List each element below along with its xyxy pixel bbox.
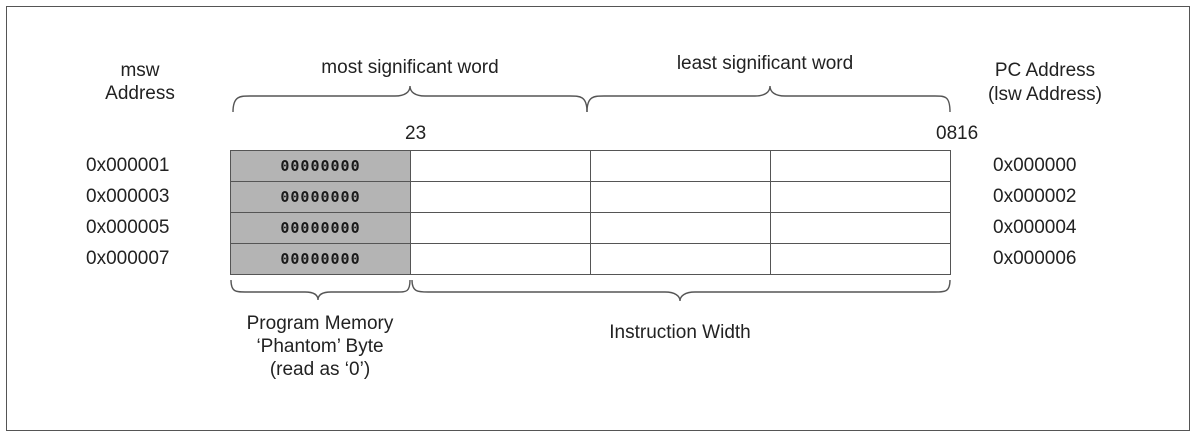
pc-address: 0x000006 — [993, 248, 1077, 269]
msw-address: 0x000005 — [86, 217, 170, 238]
instruction-cell — [410, 243, 591, 275]
instruction-cell — [590, 181, 771, 213]
instruction-cell — [410, 150, 591, 182]
bit-label-low-a: 08 — [936, 123, 958, 144]
pc-address-label-line1: PC Address — [994, 60, 1096, 81]
program-memory-table: 00000000 00000000 00000000 00000000 — [230, 150, 951, 275]
msw-brace — [232, 85, 588, 113]
lsw-brace — [586, 85, 951, 113]
pc-address: 0x000000 — [993, 155, 1077, 176]
phantom-label-line2: ‘Phantom’ Byte — [256, 336, 384, 357]
phantom-brace — [230, 279, 411, 301]
msw-address: 0x000007 — [86, 248, 170, 269]
bit-label-low-b: 16 — [957, 123, 979, 144]
msw-address-label-line1: msw — [120, 60, 160, 81]
table-row: 00000000 — [230, 150, 951, 182]
phantom-label-line3: (read as ‘0’) — [269, 359, 371, 380]
msw-address: 0x000003 — [86, 186, 170, 207]
bit-label-high: 23 — [405, 123, 427, 144]
instruction-cell — [410, 181, 591, 213]
instruction-cell — [590, 150, 771, 182]
table-row: 00000000 — [230, 212, 951, 244]
instruction-width-label: Instruction Width — [609, 322, 751, 343]
instruction-cell — [770, 243, 951, 275]
msw-address-label-line2: Address — [105, 83, 175, 104]
msw-word-label: most significant word — [321, 57, 499, 78]
phantom-byte-cell: 00000000 — [230, 212, 411, 244]
instruction-brace — [411, 279, 951, 302]
phantom-byte-cell: 00000000 — [230, 243, 411, 275]
phantom-byte-cell: 00000000 — [230, 181, 411, 213]
instruction-cell — [770, 181, 951, 213]
lsw-word-label: least significant word — [676, 53, 854, 74]
table-row: 00000000 — [230, 181, 951, 213]
msw-address: 0x000001 — [86, 155, 170, 176]
pc-address: 0x000002 — [993, 186, 1077, 207]
table-row: 00000000 — [230, 243, 951, 275]
instruction-cell — [410, 212, 591, 244]
instruction-cell — [590, 212, 771, 244]
instruction-cell — [770, 150, 951, 182]
instruction-cell — [590, 243, 771, 275]
pc-address-label-line2: (lsw Address) — [987, 84, 1103, 105]
phantom-label-line1: Program Memory — [246, 313, 394, 334]
phantom-byte-cell: 00000000 — [230, 150, 411, 182]
instruction-cell — [770, 212, 951, 244]
pc-address: 0x000004 — [993, 217, 1077, 238]
